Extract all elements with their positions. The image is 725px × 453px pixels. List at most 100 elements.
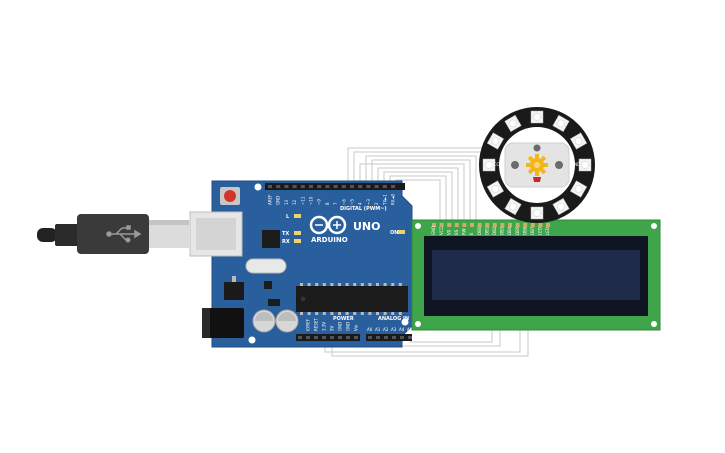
header-pin[interactable] xyxy=(338,336,342,339)
pin-label: RW xyxy=(462,228,467,235)
lcd-pin[interactable] xyxy=(454,223,459,227)
lcd-pin[interactable] xyxy=(546,223,550,227)
neopixel-led xyxy=(530,110,544,124)
header-pin[interactable] xyxy=(358,185,363,188)
header-pin[interactable] xyxy=(354,336,358,339)
header-pin[interactable] xyxy=(322,336,326,339)
header-pin[interactable] xyxy=(376,336,380,339)
pin-label: DB5 xyxy=(515,226,520,235)
header-pin[interactable] xyxy=(391,185,395,188)
pin-label: DB3 xyxy=(500,226,505,235)
lcd-pin[interactable] xyxy=(523,223,528,227)
header-pin[interactable] xyxy=(309,185,313,188)
usb-cable[interactable] xyxy=(37,214,189,254)
mounting-hole xyxy=(248,336,256,344)
header-pin[interactable] xyxy=(333,185,338,188)
neopixel-ring[interactable]: VCC GND xyxy=(479,107,595,223)
header-pin[interactable] xyxy=(350,185,354,188)
led-rx xyxy=(294,239,301,243)
header-pin[interactable] xyxy=(366,185,371,188)
header-pin[interactable] xyxy=(298,336,302,339)
header-pin[interactable] xyxy=(325,185,330,188)
lcd-pin[interactable] xyxy=(485,223,490,227)
pin-label: AREF xyxy=(268,194,273,205)
voltage-regulator xyxy=(224,282,244,300)
header-pin[interactable] xyxy=(382,185,387,188)
header-pin[interactable] xyxy=(400,336,404,339)
header-pin[interactable] xyxy=(392,336,396,339)
wire[interactable] xyxy=(377,167,459,228)
header-pin[interactable] xyxy=(314,336,318,339)
lcd-pin[interactable] xyxy=(500,223,505,227)
lcd-pin[interactable] xyxy=(462,223,467,227)
wire[interactable] xyxy=(371,159,471,228)
lcd-pin[interactable] xyxy=(470,223,474,227)
pin-label: GND xyxy=(276,196,281,205)
pin-label: A0 xyxy=(367,327,373,332)
reset-button[interactable] xyxy=(224,190,236,202)
pin-label: ~6 xyxy=(341,199,346,205)
neopixel-led xyxy=(570,132,588,150)
power-jack-edge xyxy=(202,308,210,338)
header-pin[interactable] xyxy=(292,185,297,188)
lcd-pin[interactable] xyxy=(530,223,535,227)
power-jack[interactable] xyxy=(202,308,244,338)
wire[interactable] xyxy=(401,330,501,347)
power-header xyxy=(296,334,360,341)
lcd-pin[interactable] xyxy=(492,223,497,227)
lcd-pin-header[interactable] xyxy=(432,223,550,227)
header-pin[interactable] xyxy=(408,336,412,339)
pin-label: A3 xyxy=(391,327,397,332)
lcd-pin[interactable] xyxy=(432,223,436,227)
atmega-pins xyxy=(300,283,402,315)
pin-label: GND xyxy=(346,322,351,331)
bottom-header-pins[interactable] xyxy=(298,336,412,339)
pin-label: Vin xyxy=(354,324,359,331)
pin-label: GND xyxy=(338,322,343,331)
wire[interactable] xyxy=(359,163,465,228)
lcd-pin[interactable] xyxy=(447,223,452,227)
header-pin[interactable] xyxy=(276,185,281,188)
wire[interactable] xyxy=(383,171,453,228)
mounting-hole xyxy=(651,321,657,327)
header-pin[interactable] xyxy=(330,336,334,339)
neopixel-led xyxy=(486,180,504,198)
lcd-pin[interactable] xyxy=(515,223,520,227)
header-pin[interactable] xyxy=(268,185,272,188)
ring-label-gnd: GND xyxy=(571,162,580,167)
digital-header-pins[interactable] xyxy=(268,185,395,188)
header-pin[interactable] xyxy=(346,336,350,339)
wire[interactable] xyxy=(365,155,477,228)
header-pin[interactable] xyxy=(368,336,372,339)
pin-label: 12 xyxy=(292,199,297,205)
pin-label: IOREF xyxy=(306,318,311,331)
header-pin[interactable] xyxy=(341,185,346,188)
wire[interactable] xyxy=(409,330,493,343)
header-pin[interactable] xyxy=(300,185,305,188)
pin-label: 5V xyxy=(330,325,335,331)
header-pin[interactable] xyxy=(306,336,310,339)
header-pin[interactable] xyxy=(374,185,379,188)
pin-label: A1 xyxy=(375,327,381,332)
lcd-pin[interactable] xyxy=(439,223,444,227)
lcd-pin[interactable] xyxy=(477,223,482,227)
pin-label: A4 xyxy=(399,327,405,332)
led-rx-label: RX xyxy=(282,239,290,245)
header-pin[interactable] xyxy=(384,336,388,339)
pin-label: ~3 xyxy=(366,199,371,205)
neopixel-led xyxy=(482,158,496,172)
usb-cable-end xyxy=(37,228,57,242)
capacitor xyxy=(275,309,299,333)
header-pin[interactable] xyxy=(284,185,289,188)
pin-label: GND xyxy=(431,226,436,235)
neopixel-led xyxy=(504,114,522,132)
pin-label: DB1 xyxy=(484,226,489,235)
header-pin[interactable] xyxy=(317,185,322,188)
lcd-pin[interactable] xyxy=(538,223,543,227)
lcd-pin[interactable] xyxy=(508,223,512,227)
smd-chip xyxy=(264,281,272,289)
